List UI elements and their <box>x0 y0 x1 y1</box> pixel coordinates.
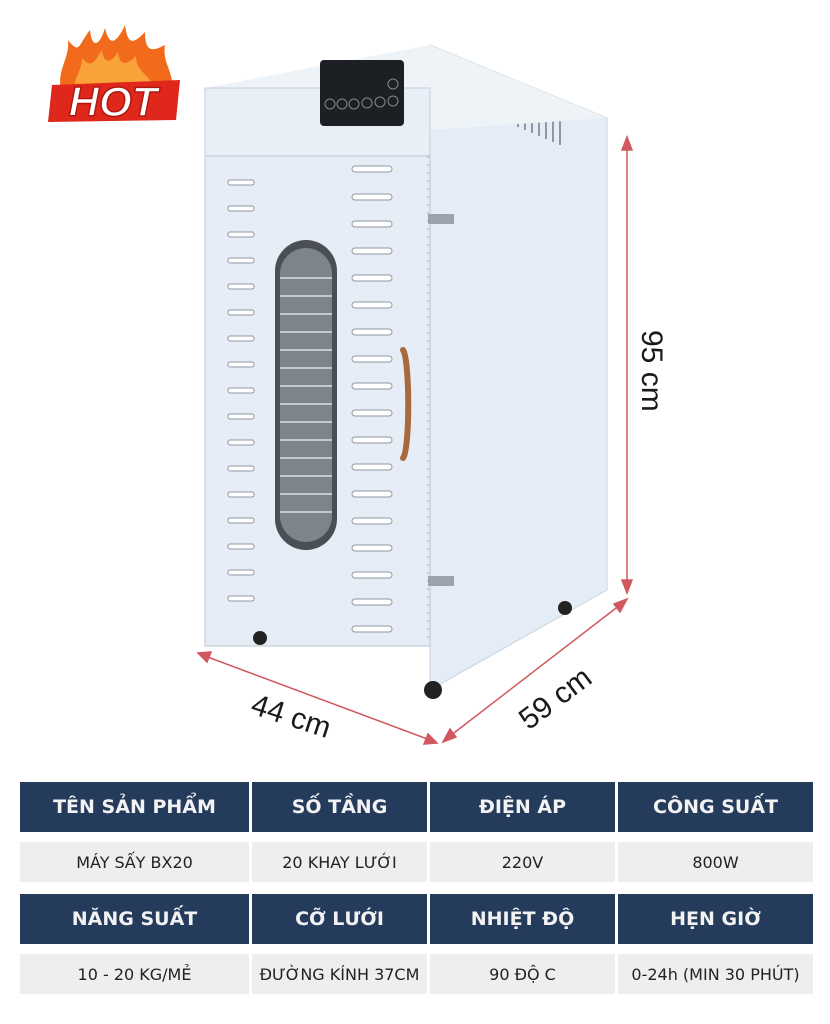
header-product-name: TÊN SẢN PHẨM <box>20 782 249 832</box>
value-mesh-size: ĐƯỜNG KÍNH 37CM <box>252 954 427 994</box>
hot-badge: HOT <box>48 25 180 126</box>
value-voltage: 220V <box>430 842 615 882</box>
specs-value-row-1: MÁY SẤY BX20 20 KHAY LƯỚI 220V 800W <box>20 832 813 894</box>
specs-header-row-2: NĂNG SUẤT CỠ LƯỚI NHIỆT ĐỘ HẸN GIỜ <box>20 894 813 944</box>
specs-value-row-2: 10 - 20 KG/MẺ ĐƯỜNG KÍNH 37CM 90 ĐỘ C 0-… <box>20 944 813 1006</box>
header-power: CÔNG SUẤT <box>618 782 813 832</box>
value-power: 800W <box>618 842 813 882</box>
value-tray-count: 20 KHAY LƯỚI <box>252 842 427 882</box>
hot-label: HOT <box>69 78 161 125</box>
value-product-name: MÁY SẤY BX20 <box>20 842 249 882</box>
value-capacity: 10 - 20 KG/MẺ <box>20 954 249 994</box>
header-tray-count: SỐ TẦNG <box>252 782 427 832</box>
value-temperature: 90 ĐỘ C <box>430 954 615 994</box>
header-mesh-size: CỠ LƯỚI <box>252 894 427 944</box>
product-illustration: HOT <box>48 25 668 745</box>
door-handle <box>400 347 412 461</box>
value-timer: 0-24h (MIN 30 PHÚT) <box>618 954 813 994</box>
specs-header-row-1: TÊN SẢN PHẨM SỐ TẦNG ĐIỆN ÁP CÔNG SUẤT <box>20 782 813 832</box>
height-dimension-label: 95 cm <box>635 330 668 412</box>
header-temperature: NHIỆT ĐỘ <box>430 894 615 944</box>
header-capacity: NĂNG SUẤT <box>20 894 249 944</box>
header-timer: HẸN GIỜ <box>618 894 813 944</box>
header-voltage: ĐIỆN ÁP <box>430 782 615 832</box>
door-window <box>275 240 337 550</box>
control-panel <box>320 60 404 126</box>
specs-table: TÊN SẢN PHẨM SỐ TẦNG ĐIỆN ÁP CÔNG SUẤT M… <box>20 782 813 1006</box>
